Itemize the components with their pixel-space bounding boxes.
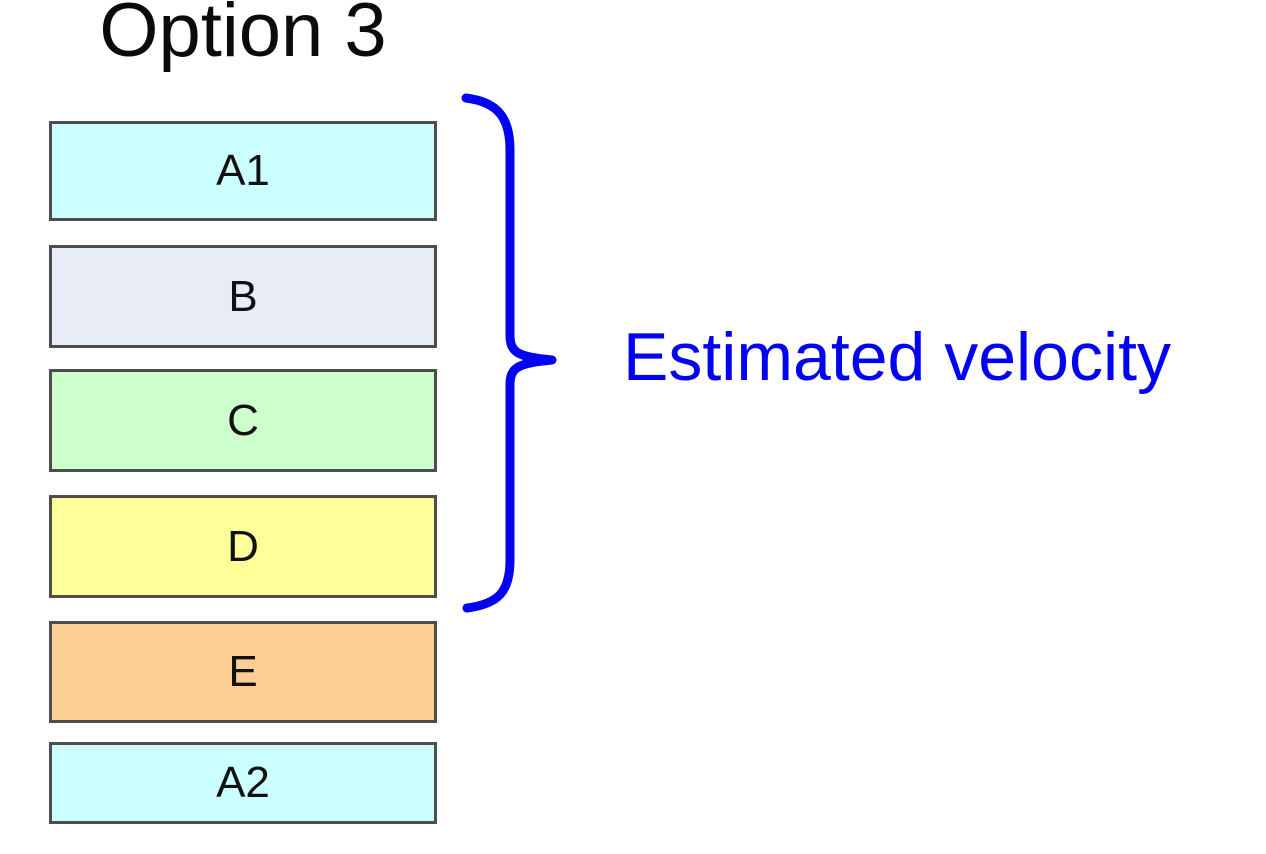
page-title: Option 3 bbox=[99, 0, 387, 73]
box-a2: A2 bbox=[49, 742, 437, 824]
curly-brace-path bbox=[461, 93, 557, 613]
box-d: D bbox=[49, 495, 437, 598]
box-c: C bbox=[49, 369, 437, 472]
box-a1: A1 bbox=[49, 121, 437, 221]
curly-brace-icon bbox=[461, 93, 557, 613]
box-b: B bbox=[49, 245, 437, 348]
box-e: E bbox=[49, 621, 437, 723]
estimated-velocity-label: Estimated velocity bbox=[623, 319, 1171, 395]
